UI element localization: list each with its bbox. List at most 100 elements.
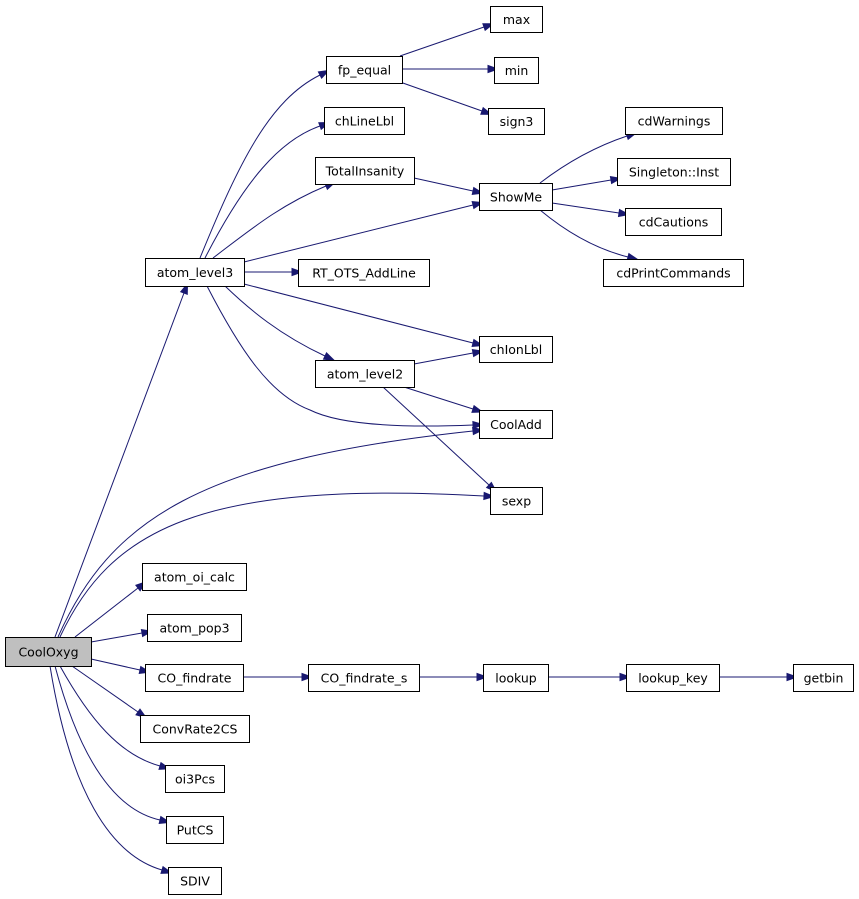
node-TotalInsanity[interactable]: TotalInsanity <box>315 157 415 185</box>
node-label-cdCautions: cdCautions <box>639 215 709 230</box>
node-CO_findrate_s[interactable]: CO_findrate_s <box>308 664 420 692</box>
edge-CoolOxyg-to-atom_oi_calc <box>74 587 139 638</box>
node-label-lookup: lookup <box>495 671 537 686</box>
node-label-sexp: sexp <box>502 494 531 509</box>
node-cdPrintCommands[interactable]: cdPrintCommands <box>603 259 744 287</box>
arrowhead-atom_level3-to-atom_level2 <box>322 351 336 361</box>
node-label-min: min <box>505 63 529 78</box>
node-label-atom_level2: atom_level2 <box>327 367 403 382</box>
node-label-lookup_key: lookup_key <box>638 671 708 686</box>
edge-CoolOxyg-to-PutCS <box>54 665 161 821</box>
node-box-CO_findrate <box>145 664 244 692</box>
arrowhead-CO_findrate-to-CO_findrate_s <box>301 672 314 682</box>
node-getbin[interactable]: getbin <box>793 664 854 692</box>
node-cdCautions[interactable]: cdCautions <box>625 208 722 236</box>
node-label-chLineLbl: chLineLbl <box>335 114 394 129</box>
node-label-fp_equal: fp_equal <box>338 63 391 78</box>
node-SingletonInst[interactable]: Singleton::Inst <box>617 158 731 186</box>
arrowhead-lookup_key-to-getbin <box>786 672 799 682</box>
node-RT_OTS_AddLine[interactable]: RT_OTS_AddLine <box>298 259 430 287</box>
node-atom_level3[interactable]: atom_level3 <box>145 258 245 287</box>
node-box-CO_findrate_s <box>308 664 420 692</box>
edge-atom_level3-to-atom_level2 <box>224 285 326 357</box>
node-chIonLbl[interactable]: chIonLbl <box>479 336 553 363</box>
edge-atom_level3-to-TotalInsanity <box>212 185 327 259</box>
node-box-getbin <box>793 664 854 692</box>
call-edges <box>49 23 799 874</box>
arrowhead-CO_findrate_s-to-lookup <box>476 672 489 682</box>
node-label-cdPrintCommands: cdPrintCommands <box>616 266 730 281</box>
edge-atom_level3-to-fp_equal <box>199 74 321 259</box>
node-box-chIonLbl <box>479 336 553 363</box>
node-label-ConvRate2CS: ConvRate2CS <box>153 722 238 737</box>
node-box-cdPrintCommands <box>603 259 744 287</box>
edge-atom_level3-to-ShowMe <box>243 204 474 263</box>
edge-ShowMe-to-cdWarnings <box>539 135 628 184</box>
node-sexp[interactable]: sexp <box>490 487 543 515</box>
edge-ShowMe-to-SingletonInst <box>551 179 612 191</box>
node-SDIV[interactable]: SDIV <box>168 867 222 895</box>
node-max[interactable]: max <box>490 6 543 33</box>
edge-atom_level2-to-CoolAdd <box>403 386 474 410</box>
node-box-atom_oi_calc <box>142 563 247 591</box>
node-box-ConvRate2CS <box>140 715 250 743</box>
node-atom_oi_calc[interactable]: atom_oi_calc <box>142 563 247 591</box>
arrowhead-atom_level3-to-RT_OTS_AddLine <box>291 267 304 277</box>
node-box-min <box>494 57 539 84</box>
edge-atom_level3-to-chLineLbl <box>204 125 321 259</box>
node-min[interactable]: min <box>494 57 539 84</box>
node-CO_findrate[interactable]: CO_findrate <box>145 664 244 692</box>
edge-atom_level2-to-sexp <box>382 386 490 486</box>
node-box-cdWarnings <box>625 107 723 135</box>
edge-TotalInsanity-to-ShowMe <box>413 177 474 192</box>
edge-CoolOxyg-to-atom_pop3 <box>90 632 143 643</box>
node-ShowMe[interactable]: ShowMe <box>479 183 553 211</box>
node-label-getbin: getbin <box>804 671 844 686</box>
node-atom_pop3[interactable]: atom_pop3 <box>147 614 242 642</box>
node-box-atom_level2 <box>315 360 415 388</box>
edge-CoolOxyg-to-sexp <box>59 492 485 638</box>
node-label-PutCS: PutCS <box>177 823 214 838</box>
arrowhead-fp_equal-to-min <box>487 64 500 74</box>
node-box-lookup_key <box>626 664 720 692</box>
node-cdWarnings[interactable]: cdWarnings <box>625 107 723 135</box>
node-box-CoolAdd <box>479 410 553 439</box>
node-lookup[interactable]: lookup <box>483 664 549 692</box>
node-label-sign3: sign3 <box>500 114 534 129</box>
edge-CoolOxyg-to-CoolAdd <box>57 430 474 638</box>
node-label-RT_OTS_AddLine: RT_OTS_AddLine <box>312 266 416 281</box>
node-chLineLbl[interactable]: chLineLbl <box>324 107 405 135</box>
node-label-atom_pop3: atom_pop3 <box>159 621 229 636</box>
node-fp_equal[interactable]: fp_equal <box>326 56 403 84</box>
node-ConvRate2CS[interactable]: ConvRate2CS <box>140 715 250 743</box>
node-box-chLineLbl <box>324 107 405 135</box>
edge-CoolOxyg-to-oi3Pcs <box>59 665 161 767</box>
node-PutCS[interactable]: PutCS <box>166 816 224 844</box>
edge-fp_equal-to-max <box>399 26 485 57</box>
node-box-max <box>490 6 543 33</box>
node-label-SingletonInst: Singleton::Inst <box>629 165 719 180</box>
edge-fp_equal-to-sign3 <box>399 81 483 112</box>
node-lookup_key[interactable]: lookup_key <box>626 664 720 692</box>
node-box-RT_OTS_AddLine <box>298 259 430 287</box>
node-oi3Pcs[interactable]: oi3Pcs <box>165 765 225 793</box>
edge-atom_level2-to-chIonLbl <box>413 352 474 365</box>
node-label-ShowMe: ShowMe <box>490 190 543 205</box>
node-box-atom_pop3 <box>147 614 242 642</box>
arrowhead-atom_level3-to-CoolAdd <box>472 420 485 430</box>
node-label-CoolAdd: CoolAdd <box>490 417 542 432</box>
node-box-fp_equal <box>326 56 403 84</box>
node-sign3[interactable]: sign3 <box>488 108 545 135</box>
edge-CoolOxyg-to-atom_level3 <box>54 292 185 638</box>
edge-atom_level3-to-CoolAdd <box>206 285 474 427</box>
edge-CoolOxyg-to-ConvRate2CS <box>71 665 139 713</box>
node-atom_level2[interactable]: atom_level2 <box>315 360 415 388</box>
node-box-sign3 <box>488 108 545 135</box>
node-CoolOxyg[interactable]: CoolOxyg <box>5 637 92 667</box>
node-box-ShowMe <box>479 183 553 211</box>
arrowhead-CoolOxyg-to-CoolAdd <box>472 426 485 436</box>
node-label-chIonLbl: chIonLbl <box>490 342 542 357</box>
node-CoolAdd[interactable]: CoolAdd <box>479 410 553 439</box>
node-label-CO_findrate_s: CO_findrate_s <box>321 671 408 686</box>
